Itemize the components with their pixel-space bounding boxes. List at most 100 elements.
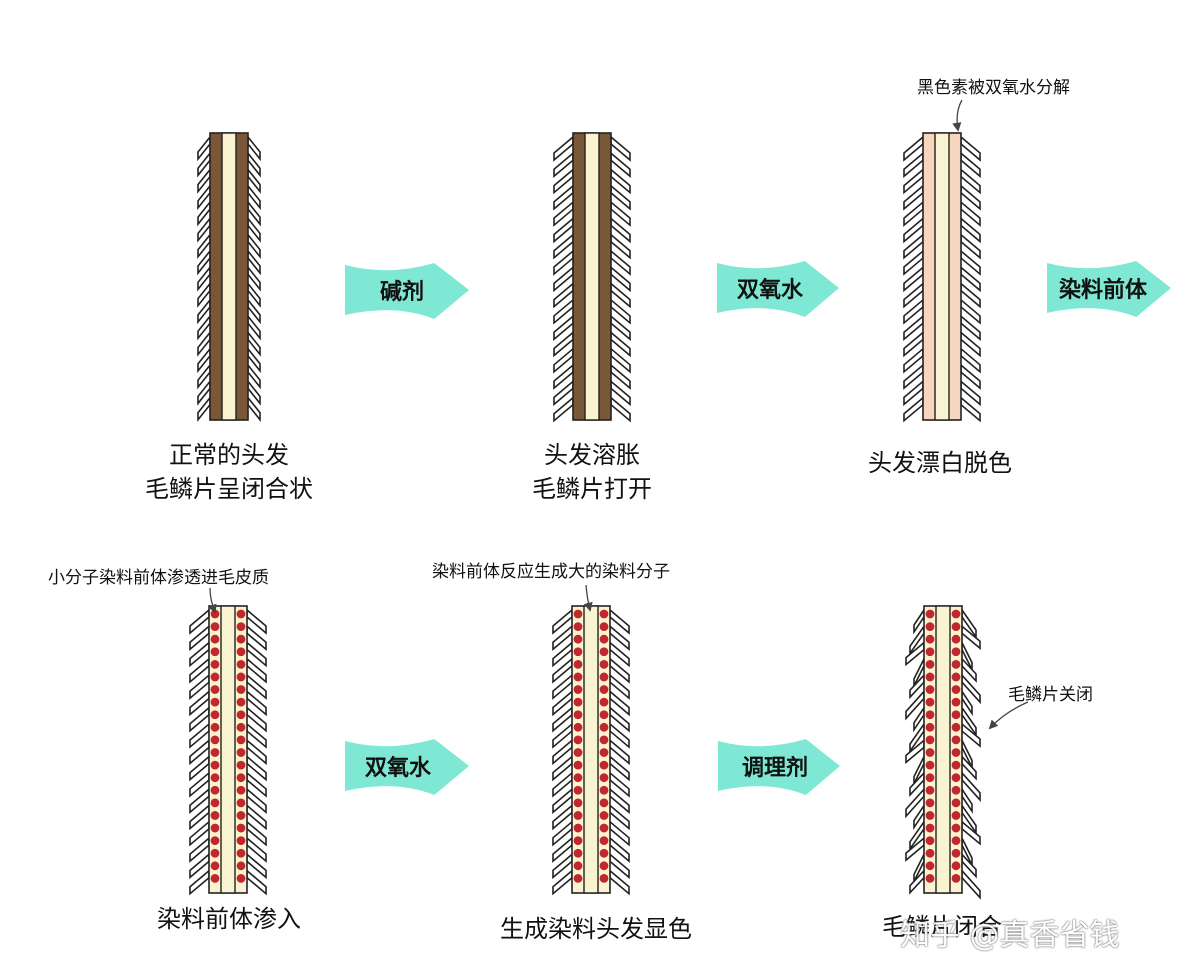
dye-molecule-dot — [211, 635, 220, 644]
dye-molecule-dot — [952, 773, 961, 782]
dye-molecule-dot — [926, 635, 935, 644]
dye-molecule-dot — [926, 710, 935, 719]
dye-molecule-dot — [926, 660, 935, 669]
annotation-melanin-decomposed: 黑色素被双氧水分解 — [917, 73, 1070, 98]
dye-molecule-dot — [926, 723, 935, 732]
dye-molecule-dot — [952, 874, 961, 883]
dye-molecule-dot — [574, 786, 583, 795]
caption-stage-3-line1: 头发漂白脱色 — [868, 446, 1012, 480]
dye-molecule-dot — [600, 836, 609, 845]
hair-strand-4 — [190, 606, 266, 894]
dye-molecule-dot — [211, 622, 220, 631]
dye-molecule-dot — [237, 698, 246, 707]
dye-molecule-dot — [237, 748, 246, 757]
caption-stage-4: 染料前体渗入 — [157, 902, 301, 936]
arrow-label-4: 双氧水 — [365, 750, 431, 782]
dye-molecule-dot — [926, 798, 935, 807]
dye-molecule-dot — [574, 685, 583, 694]
caption-stage-2: 头发溶胀 毛鳞片打开 — [532, 438, 652, 506]
dye-molecule-dot — [600, 647, 609, 656]
dye-molecule-dot — [926, 736, 935, 745]
dye-molecule-dot — [237, 622, 246, 631]
hair-medulla — [222, 133, 236, 420]
dye-molecule-dot — [952, 710, 961, 719]
annotation-large-molecule: 染料前体反应生成大的染料分子 — [432, 557, 670, 582]
leader-melanin — [957, 100, 962, 130]
dye-molecule-dot — [952, 622, 961, 631]
dye-molecule-dot — [574, 849, 583, 858]
dye-molecule-dot — [211, 811, 220, 820]
leader-scale-closed — [990, 702, 1028, 728]
dye-molecule-dot — [237, 647, 246, 656]
dye-molecule-dot — [600, 861, 609, 870]
dye-molecule-dot — [211, 849, 220, 858]
dye-molecule-dot — [926, 761, 935, 770]
hair-medulla — [936, 606, 950, 893]
dye-molecule-dot — [211, 748, 220, 757]
dye-molecule-dot — [600, 710, 609, 719]
dye-molecule-dot — [211, 698, 220, 707]
dye-molecule-dot — [237, 824, 246, 833]
dye-molecule-dot — [211, 836, 220, 845]
dye-molecule-dot — [600, 673, 609, 682]
dye-molecule-dot — [211, 647, 220, 656]
dye-molecule-dot — [237, 811, 246, 820]
dye-molecule-dot — [926, 610, 935, 619]
dye-molecule-dot — [926, 786, 935, 795]
dye-molecule-dot — [211, 673, 220, 682]
dye-molecule-dot — [211, 710, 220, 719]
dye-molecule-dot — [574, 622, 583, 631]
dye-molecule-dot — [211, 861, 220, 870]
dye-molecule-dot — [926, 685, 935, 694]
dye-molecule-dot — [211, 723, 220, 732]
dye-molecule-dot — [952, 635, 961, 644]
hair-strand-2 — [554, 133, 630, 421]
dye-molecule-dot — [574, 874, 583, 883]
hair-medulla — [585, 133, 599, 420]
dye-molecule-dot — [600, 811, 609, 820]
dye-molecule-dot — [926, 811, 935, 820]
dye-molecule-dot — [600, 824, 609, 833]
arrow-label-2: 双氧水 — [737, 272, 803, 304]
dye-molecule-dot — [211, 685, 220, 694]
dye-molecule-dot — [952, 811, 961, 820]
dye-molecule-dot — [952, 647, 961, 656]
annotation-scale-closed: 毛鳞片关闭 — [1008, 680, 1093, 705]
annotation-small-precursor: 小分子染料前体渗透进毛皮质 — [48, 563, 269, 588]
dye-molecule-dot — [926, 698, 935, 707]
dye-molecule-dot — [574, 660, 583, 669]
dye-molecule-dot — [926, 647, 935, 656]
dye-molecule-dot — [600, 748, 609, 757]
dye-molecule-dot — [600, 786, 609, 795]
dye-molecule-dot — [211, 773, 220, 782]
dye-molecule-dot — [574, 610, 583, 619]
dye-molecule-dot — [926, 748, 935, 757]
hair-medulla — [221, 606, 235, 893]
dye-molecule-dot — [237, 849, 246, 858]
dye-molecule-dot — [952, 610, 961, 619]
dye-molecule-dot — [211, 660, 220, 669]
dye-molecule-dot — [237, 874, 246, 883]
dye-molecule-dot — [952, 736, 961, 745]
dye-molecule-dot — [926, 824, 935, 833]
arrow-label-3: 染料前体 — [1059, 272, 1147, 304]
dye-molecule-dot — [574, 698, 583, 707]
dye-molecule-dot — [574, 798, 583, 807]
dye-molecule-dot — [237, 773, 246, 782]
hair-medulla — [584, 606, 598, 893]
dye-molecule-dot — [237, 685, 246, 694]
caption-stage-5: 生成染料头发显色 — [500, 912, 692, 946]
dye-molecule-dot — [211, 874, 220, 883]
dye-molecule-dot — [237, 736, 246, 745]
dye-molecule-dot — [600, 622, 609, 631]
dye-molecule-dot — [952, 824, 961, 833]
watermark: 知乎 @真香省钱 — [900, 910, 1120, 954]
dye-molecule-dot — [237, 761, 246, 770]
dye-molecule-dot — [574, 748, 583, 757]
dye-molecule-dot — [600, 736, 609, 745]
dye-molecule-dot — [952, 786, 961, 795]
dye-molecule-dot — [952, 698, 961, 707]
dye-molecule-dot — [211, 798, 220, 807]
dye-molecule-dot — [600, 685, 609, 694]
dye-molecule-dot — [600, 698, 609, 707]
